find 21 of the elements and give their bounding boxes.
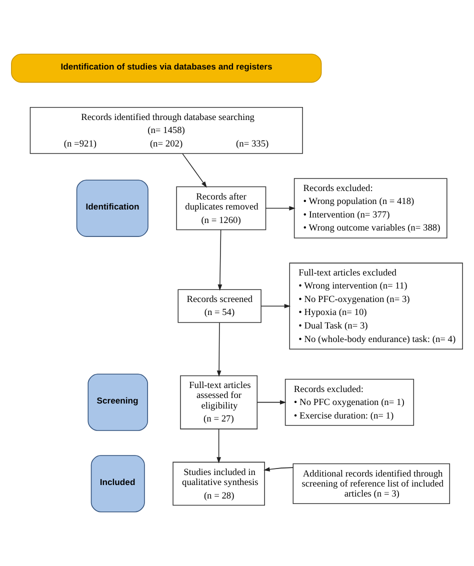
node-box: Records after duplicates removed (n = 1260) [176, 186, 266, 230]
arrow [265, 206, 296, 210]
node-box: Included [90, 455, 145, 512]
arrow [216, 428, 221, 464]
node-box: Records screened (n = 54) [178, 289, 262, 323]
node-box: Records excluded: • No PFC oxygenation (n= 1) • Exercise duration: (n= 1) [284, 378, 414, 426]
arrow [218, 230, 222, 291]
node-box: Records excluded: • Wrong population (n = 418) • Intervention (n= 377) • Wrong outcome variables (n= 388) [294, 178, 448, 238]
node-box: Identification [76, 180, 148, 237]
arrow [216, 322, 222, 377]
arrow [256, 400, 286, 405]
node-box: Screening [88, 374, 148, 431]
node-box: Studies included in qualitative synthesis (n = 28) [172, 462, 265, 506]
arrow [260, 304, 291, 308]
node-box: Records identified through database searching (n= 1458) (n =921) (n= 202) (n= 335) [30, 106, 303, 154]
node-box: Full-text articles assessed for eligibility (n = 27) [180, 375, 258, 430]
node-box: Full-text articles excluded • Wrong intervention (n= 11) • No PFC-oxygenation (n= 3) • Hypoxia (n= 10) • Dual Task (n= 3) • No (whole-body endurance) task: (n= 4) [289, 262, 463, 350]
node-box: Identification of studies via databases and registers [11, 54, 322, 83]
arrow [264, 467, 294, 472]
arrow [182, 153, 207, 188]
node-box: Additional records identified through screening of reference list of included articles (n = 3) [292, 463, 450, 504]
